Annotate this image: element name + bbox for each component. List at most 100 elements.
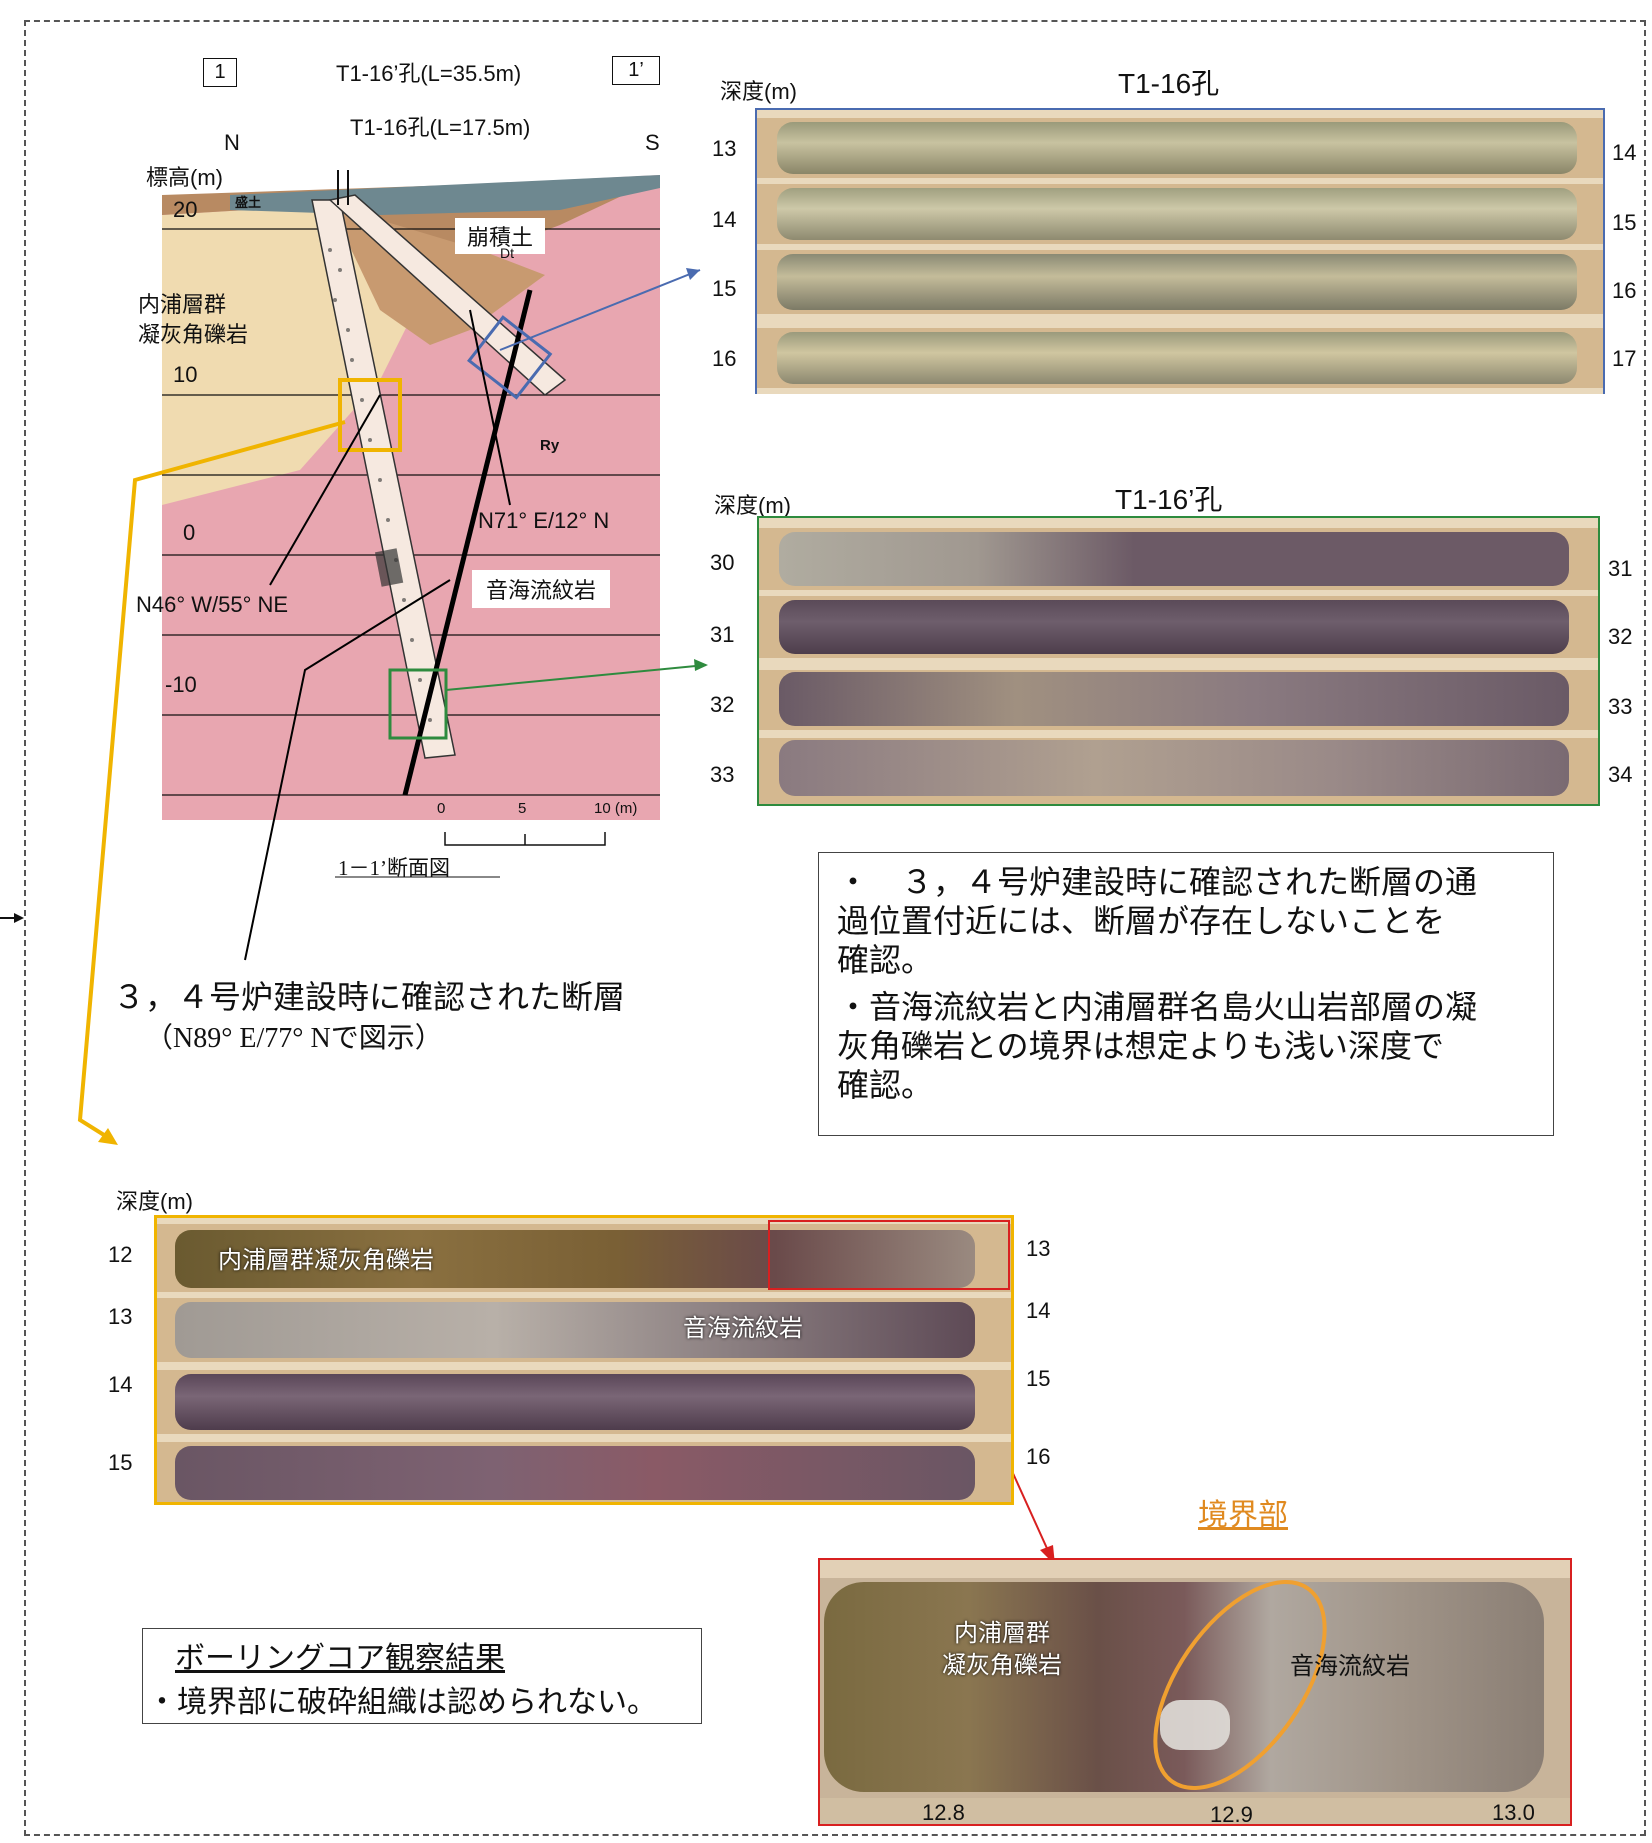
strike-dip-2: N46° W/55° NE	[136, 592, 289, 617]
boundary-right-depth-4: 16	[1026, 1444, 1051, 1469]
note-line-6: 確認。	[837, 1067, 934, 1103]
rhyolite-label: 音海流紋岩	[472, 570, 611, 608]
boundary-right-depth-2: 14	[1026, 1298, 1051, 1323]
note-line-1: ・ ３，４号炉建設時に確認された断層の通	[837, 864, 1478, 900]
t1-16p-core-3	[779, 672, 1569, 726]
fault-caption-2: （N89° E/77° Nで図示）	[145, 1023, 443, 1054]
boundary-core-1	[175, 1230, 975, 1288]
fault-caption-1: ３，４号炉建設時に確認された断層	[113, 979, 626, 1015]
t1-16-core-3	[777, 254, 1577, 310]
boundary-left-depth-2: 13	[108, 1304, 133, 1329]
section-marker-right: 1’	[612, 56, 660, 85]
boundary-core-4	[175, 1446, 975, 1500]
zoom-tuff-label-1: 内浦層群	[954, 1620, 1050, 1647]
t1-16-left-depth-1: 13	[712, 136, 737, 161]
section-title: 1－1’断面図	[338, 856, 450, 880]
boundary-right-depth-1: 13	[1026, 1236, 1051, 1261]
boundary-left-depth-4: 15	[108, 1450, 133, 1475]
colluvium-code: Dt	[500, 245, 514, 261]
page-frame	[24, 20, 1646, 1836]
zoom-tuff-label: 内浦層群 凝灰角礫岩	[942, 1618, 1062, 1682]
boundary-left-depth-1: 12	[108, 1242, 133, 1267]
tuff-label: 内浦層群 凝灰角礫岩	[138, 290, 248, 350]
left-edge-arrow	[0, 913, 24, 923]
zoom-title: 境界部	[1198, 1499, 1288, 1532]
t1-16-core-4	[777, 332, 1577, 384]
note-line-5: 灰角礫岩との境界は想定よりも浅い深度で	[837, 1028, 1445, 1064]
yellow-highlight	[338, 378, 402, 452]
t1-16p-title: T1-16’孔	[1115, 484, 1223, 515]
boundary-core-3	[175, 1374, 975, 1430]
t1-16-title: T1-16孔	[1118, 68, 1220, 99]
scale-tick-10: 10 (m)	[594, 800, 638, 817]
boundary-core-tray	[154, 1215, 1014, 1505]
note-line-3: 確認。	[837, 942, 934, 978]
t1-16-right-depth-1: 14	[1612, 140, 1637, 165]
boundary-ellipse	[1153, 1580, 1327, 1790]
t1-16p-core-tray	[757, 516, 1600, 806]
boundary-right-depth-3: 15	[1026, 1366, 1051, 1391]
elevation-20: 20	[173, 197, 198, 222]
t1-16p-right-depth-3: 33	[1608, 694, 1633, 719]
hole-short-label: T1-16孔(L=17.5m)	[350, 115, 531, 140]
colluvium-label: 崩積土	[455, 218, 546, 254]
zoom-depth-3: 13.0	[1492, 1800, 1535, 1825]
fault-line	[402, 289, 533, 796]
observation-title: ボーリングコア観察結果	[175, 1642, 505, 1675]
fill-label: 盛土	[235, 195, 262, 210]
scale-tick-0: 0	[437, 800, 446, 817]
t1-16p-right-depth-4: 34	[1608, 762, 1633, 787]
t1-16-core-tray	[755, 108, 1605, 394]
t1-16-depth-label: 深度(m)	[720, 79, 797, 104]
boundary-depth-label: 深度(m)	[116, 1189, 193, 1214]
t1-16p-depth-label: 深度(m)	[714, 493, 791, 518]
t1-16p-left-depth-1: 30	[710, 550, 735, 575]
t1-16p-left-depth-4: 33	[710, 762, 735, 787]
elevation-label: 標高(m)	[146, 165, 223, 190]
t1-16-core-2	[777, 188, 1577, 240]
t1-16-core-1	[777, 122, 1577, 174]
t1-16-right-depth-2: 15	[1612, 210, 1637, 235]
t1-16p-left-depth-2: 31	[710, 622, 735, 647]
blue-highlight	[467, 315, 553, 400]
t1-16p-right-depth-1: 31	[1608, 556, 1633, 581]
north-label: N	[224, 130, 240, 155]
zoom-rhyolite-label: 音海流紋岩	[1290, 1653, 1410, 1680]
zoom-tuff-label-2: 凝灰角礫岩	[942, 1652, 1062, 1679]
zoom-core	[824, 1582, 1544, 1792]
note-line-4: ・音海流紋岩と内浦層群名島火山岩部層の凝	[837, 989, 1478, 1025]
zoom-depth-1: 12.8	[922, 1800, 965, 1825]
scale-tick-5: 5	[518, 800, 527, 817]
t1-16p-core-1	[779, 532, 1569, 586]
boundary-red-highlight	[768, 1220, 1010, 1290]
note-box: ・ ３，４号炉建設時に確認された断層の通 過位置付近には、断層が存在しないことを…	[818, 852, 1554, 1136]
borehole-t1-16p-pattern	[328, 248, 432, 722]
south-label: S	[645, 130, 660, 155]
zoom-depth-2: 12.9	[1210, 1802, 1253, 1827]
t1-16p-right-depth-2: 32	[1608, 624, 1633, 649]
t1-16-right-depth-4: 17	[1612, 346, 1637, 371]
observation-text: ・境界部に破砕組織は認められない。	[147, 1686, 657, 1719]
t1-16-left-depth-3: 15	[712, 276, 737, 301]
t1-16p-core-4	[779, 740, 1569, 796]
strike-dip-1: N71° E/12° N	[478, 508, 610, 533]
t1-16p-left-depth-3: 32	[710, 692, 735, 717]
green-highlight	[388, 668, 448, 740]
zoom-core-panel	[818, 1558, 1572, 1826]
elevation-0: 0	[183, 520, 196, 545]
boundary-core-2	[175, 1302, 975, 1358]
section-marker-left: 1	[203, 58, 237, 87]
tuff-label-1: 内浦層群	[138, 292, 227, 317]
elevation-minus10: -10	[165, 672, 197, 697]
hole-long-label: T1-16’孔(L=35.5m)	[336, 61, 522, 86]
t1-16p-core-2	[779, 600, 1569, 654]
boundary-tuff-label: 内浦層群凝灰角礫岩	[218, 1247, 434, 1274]
rhyolite-code: Ry	[540, 437, 560, 454]
tuff-label-2: 凝灰角礫岩	[138, 322, 249, 347]
elevation-10: 10	[173, 362, 198, 387]
boundary-rhyolite-label: 音海流紋岩	[683, 1315, 803, 1342]
boundary-left-depth-3: 14	[108, 1372, 133, 1397]
t1-16-left-depth-4: 16	[712, 346, 737, 371]
note-line-2: 過位置付近には、断層が存在しないことを	[837, 903, 1446, 939]
